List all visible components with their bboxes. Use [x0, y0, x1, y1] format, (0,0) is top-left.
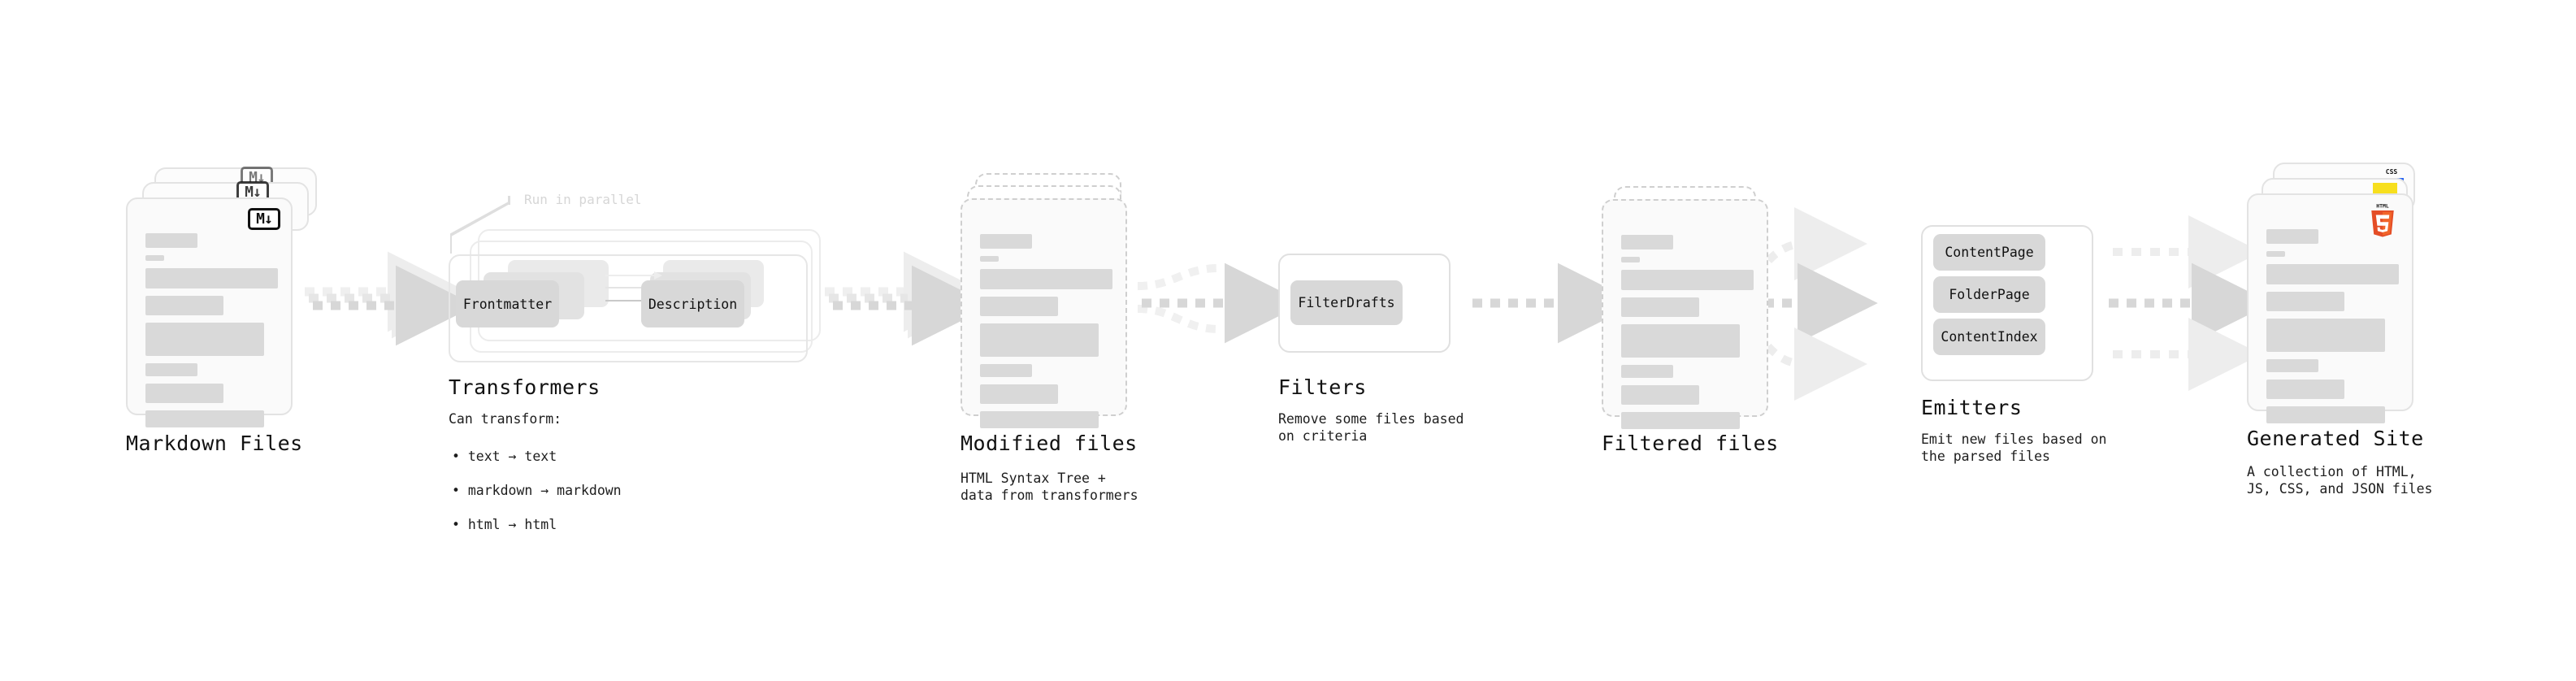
- stage-desc-emitters: Emit new files based on the parsed files: [1921, 432, 2107, 464]
- connector-transformers-to-modified: [825, 251, 992, 346]
- skeleton-bar: [1621, 270, 1754, 290]
- bullet-item: • html → html: [452, 517, 557, 532]
- skeleton-bar: [2266, 406, 2385, 423]
- skeleton-bar: [1621, 235, 1673, 249]
- skeleton-bar: [980, 234, 1032, 249]
- transformer-chip-frontmatter[interactable]: Frontmatter: [456, 280, 559, 327]
- svg-text:HTML: HTML: [2376, 202, 2389, 209]
- filter-chip-filterdrafts[interactable]: FilterDrafts: [1290, 280, 1403, 325]
- skeleton-bar: [145, 410, 264, 427]
- connector-modified-to-filters: [1137, 262, 1305, 344]
- filtered-card-front: [1602, 199, 1768, 429]
- skeleton-bar: [1621, 412, 1740, 429]
- skeleton-bar: [145, 255, 164, 261]
- skeleton-bar: [980, 256, 999, 262]
- run-in-parallel-label: Run in parallel: [524, 192, 642, 207]
- stage-desc-filters: Remove some files based on criteria: [1278, 411, 1464, 444]
- stage-title-filters: Filters: [1278, 375, 1367, 399]
- emitter-chip-folderpage[interactable]: FolderPage: [1933, 276, 2045, 313]
- bullet-item: • text → text: [452, 449, 557, 464]
- skeleton-bar: [2266, 251, 2285, 257]
- js-icon: [2373, 183, 2397, 197]
- site-card-front: HTML: [2247, 193, 2413, 423]
- filtered-skeleton-bars: [1621, 235, 1754, 436]
- connector-emitters-to-site: [2109, 215, 2272, 391]
- skeleton-bar: [2266, 380, 2344, 399]
- skeleton-bar: [980, 384, 1058, 404]
- skeleton-bar: [980, 269, 1112, 289]
- modified-skeleton-bars: [980, 234, 1112, 436]
- modified-card-front: [961, 198, 1127, 428]
- stage-title-generated-site: Generated Site: [2247, 427, 2424, 450]
- skeleton-bar: [1621, 297, 1699, 317]
- skeleton-bar: [2266, 319, 2385, 352]
- skeleton-bar: [980, 297, 1058, 316]
- skeleton-bar: [980, 411, 1099, 428]
- emitter-chip-contentindex[interactable]: ContentIndex: [1933, 319, 2045, 355]
- skeleton-bar: [1621, 257, 1640, 262]
- skeleton-bar: [980, 364, 1032, 377]
- html5-icon: HTML: [2371, 202, 2394, 237]
- skeleton-bar: [2266, 292, 2344, 311]
- skeleton-bar: [145, 233, 197, 248]
- skeleton-bar: [2266, 359, 2318, 372]
- skeleton-bar: [145, 384, 223, 403]
- transformers-bullets: • text → text • markdown → markdown • ht…: [452, 431, 622, 550]
- skeleton-bar: [2266, 264, 2399, 284]
- site-skeleton-bars: [2266, 229, 2399, 431]
- markdown-card-front: M↓: [126, 197, 293, 427]
- stage-desc-transformers: Can transform:: [449, 411, 562, 427]
- markdown-skeleton-bars: [145, 233, 278, 435]
- connector-markdown-to-transformers: [305, 251, 476, 346]
- stage-desc-generated-site: A collection of HTML, JS, CSS, and JSON …: [2247, 464, 2433, 497]
- stage-title-modified-files: Modified files: [961, 432, 1138, 455]
- skeleton-bar: [1621, 385, 1699, 405]
- skeleton-bar: [1621, 324, 1740, 358]
- markdown-icon: M↓: [248, 208, 280, 230]
- stage-title-emitters: Emitters: [1921, 396, 2023, 419]
- skeleton-bar: [1621, 365, 1673, 378]
- emitter-chip-contentpage[interactable]: ContentPage: [1933, 234, 2045, 271]
- skeleton-bar: [145, 296, 223, 315]
- skeleton-bar: [980, 323, 1099, 357]
- skeleton-bar: [145, 363, 197, 376]
- css3-icon-label: CSS: [2385, 168, 2398, 176]
- skeleton-bar: [2266, 229, 2318, 244]
- stage-title-markdown-files: Markdown Files: [126, 432, 303, 455]
- transformer-chip-description[interactable]: Description: [641, 280, 744, 327]
- bullet-item: • markdown → markdown: [452, 483, 622, 498]
- stage-desc-modified-files: HTML Syntax Tree + data from transformer…: [961, 471, 1138, 503]
- stage-title-filtered-files: Filtered files: [1602, 432, 1779, 455]
- run-in-parallel-bracket: [450, 196, 510, 254]
- skeleton-bar: [145, 323, 264, 356]
- stage-title-transformers: Transformers: [449, 375, 601, 399]
- skeleton-bar: [145, 268, 278, 288]
- transformers-frame-front: [449, 254, 808, 362]
